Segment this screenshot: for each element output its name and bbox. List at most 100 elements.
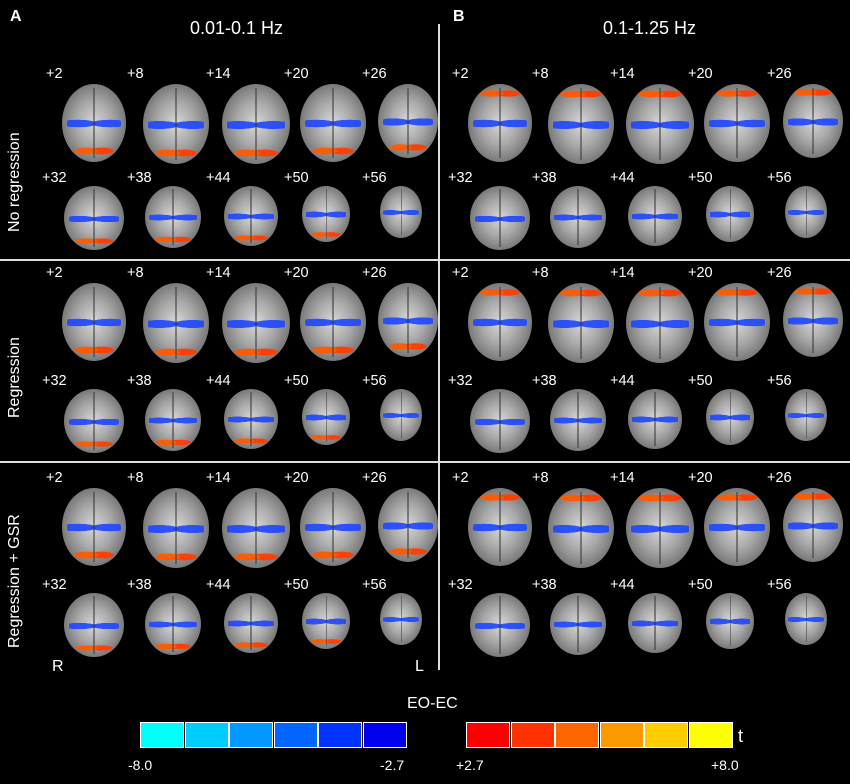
brain-midline: [255, 88, 257, 160]
brain-slice: [468, 283, 532, 361]
brain-slice: [468, 488, 532, 566]
brain-midline: [250, 596, 252, 650]
brain-midline: [736, 286, 738, 358]
brain-slice: [64, 593, 124, 657]
brain-slice: [380, 593, 422, 645]
brain-midline: [172, 189, 174, 245]
slice-label: +44: [206, 577, 231, 593]
brain-midline: [93, 491, 95, 563]
brain-slice: [785, 389, 827, 441]
brain-slice: [626, 283, 694, 363]
slice-label: +20: [688, 470, 713, 486]
brain-slice: [302, 593, 350, 649]
brain-slice: [224, 593, 278, 653]
brain-slice: [378, 283, 438, 357]
brain-midline: [332, 286, 334, 358]
brain-midline: [400, 595, 402, 643]
brain-midline: [400, 188, 402, 236]
brain-slice: [628, 593, 682, 653]
row-label-no-regression: No regression: [6, 132, 23, 232]
slice-label: +56: [362, 373, 387, 389]
slice-label: +56: [362, 170, 387, 186]
brain-slice: [378, 488, 438, 562]
brain-slice: [783, 283, 843, 357]
brain-midline: [812, 286, 814, 354]
vertical-separator: [438, 24, 440, 670]
colorbar-swatch: [318, 722, 362, 748]
slice-label: +50: [688, 577, 713, 593]
slice-label: +2: [46, 265, 63, 281]
brain-midline: [812, 491, 814, 559]
slice-label: +26: [767, 66, 792, 82]
colorbar-swatch: [688, 722, 733, 748]
brain-slice: [224, 186, 278, 246]
brain-midline: [332, 87, 334, 159]
brain-midline: [93, 392, 95, 450]
brain-midline: [255, 492, 257, 564]
slice-label: +2: [452, 66, 469, 82]
slice-label: +20: [284, 66, 309, 82]
brain-slice: [470, 389, 530, 453]
colorbar-neg-min-label: -8.0: [128, 757, 153, 773]
slice-label: +44: [610, 577, 635, 593]
brain-slice: [628, 389, 682, 449]
brain-midline: [805, 188, 807, 236]
brain-slice: [470, 593, 530, 657]
brain-midline: [325, 188, 327, 240]
brain-slice: [145, 389, 201, 451]
slice-label: +44: [610, 373, 635, 389]
slice-label: +38: [532, 170, 557, 186]
brain-midline: [250, 392, 252, 446]
brain-slice: [143, 283, 209, 363]
slice-label: +44: [610, 170, 635, 186]
row-separator-2: [0, 461, 850, 463]
colorbar-pos-min-label: +2.7: [456, 757, 484, 773]
brain-midline: [659, 88, 661, 160]
brain-midline: [250, 189, 252, 243]
brain-slice: [300, 488, 366, 566]
slice-label: +32: [448, 373, 473, 389]
brain-slice: [785, 186, 827, 238]
brain-midline: [93, 596, 95, 654]
slice-label: +14: [610, 470, 635, 486]
slice-label: +14: [610, 265, 635, 281]
brain-slice: [224, 389, 278, 449]
slice-label: +20: [284, 265, 309, 281]
brain-midline: [175, 492, 177, 564]
brain-slice: [62, 488, 126, 566]
slice-label: +56: [767, 373, 792, 389]
slice-label: +2: [46, 66, 63, 82]
slice-label: +50: [284, 170, 309, 186]
slice-label: +38: [532, 373, 557, 389]
brain-midline: [93, 189, 95, 247]
slice-label: +8: [127, 66, 144, 82]
slice-label: +8: [127, 265, 144, 281]
brain-midline: [172, 596, 174, 652]
brain-slice: [785, 593, 827, 645]
brain-midline: [407, 286, 409, 354]
row-label-regression: Regression: [6, 337, 23, 418]
slice-label: +56: [767, 170, 792, 186]
slice-label: +2: [452, 470, 469, 486]
slice-label: +14: [206, 265, 231, 281]
brain-slice: [628, 186, 682, 246]
brain-midline: [729, 595, 731, 647]
slice-label: +32: [42, 170, 67, 186]
colorbar-swatch: [229, 722, 273, 748]
row-separator-1: [0, 259, 850, 261]
brain-slice: [300, 283, 366, 361]
slice-label: +26: [362, 265, 387, 281]
header-high-freq: 0.1-1.25 Hz: [603, 18, 697, 38]
orientation-right-label: R: [52, 658, 64, 675]
slice-label: +50: [284, 373, 309, 389]
colorbar-swatch: [466, 722, 510, 748]
brain-slice: [302, 389, 350, 445]
slice-label: +26: [767, 265, 792, 281]
slice-label: +44: [206, 170, 231, 186]
brain-midline: [407, 87, 409, 155]
slice-label: +26: [362, 66, 387, 82]
colorbar-swatch: [184, 722, 229, 748]
brain-midline: [407, 491, 409, 559]
slice-label: +26: [767, 470, 792, 486]
brain-slice: [468, 84, 532, 162]
